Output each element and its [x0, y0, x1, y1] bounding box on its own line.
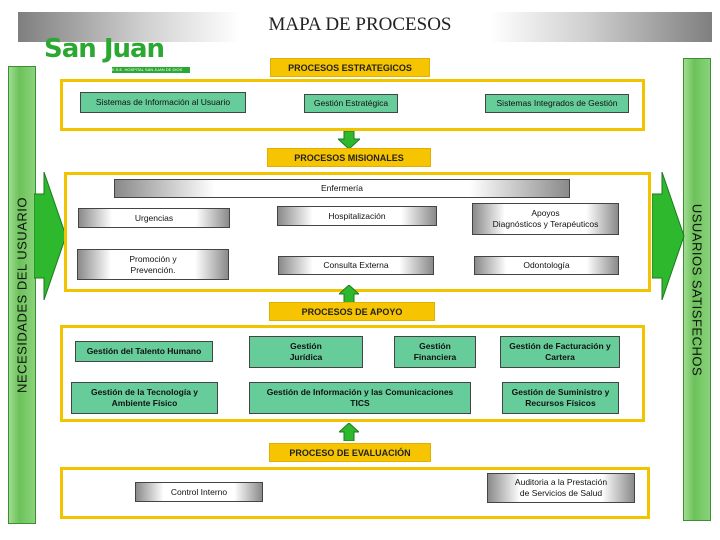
header-apoyo: PROCESOS DE APOYO	[269, 302, 435, 321]
box-apoyos-diagnosticos: Apoyos Diagnósticos y Terapéuticos	[472, 203, 619, 235]
box-talento-humano: Gestión del Talento Humano	[75, 341, 213, 362]
right-column-satisfied: USUARIOS SATISFECHOS	[683, 58, 711, 521]
box-gestion-financiera: Gestión Financiera	[394, 336, 476, 368]
arrow-down-icon	[338, 131, 360, 149]
logo-subtitle: E.S.E. HOSPITAL SAN JUAN DE DIOS	[112, 67, 190, 73]
box-sistemas-integrados: Sistemas Integrados de Gestión	[485, 94, 629, 113]
header-evaluacion: PROCESO DE EVALUACIÓN	[269, 443, 431, 462]
box-control-interno: Control Interno	[135, 482, 263, 502]
box-odontologia: Odontología	[474, 256, 619, 275]
box-facturacion-cartera: Gestión de Facturación y Cartera	[500, 336, 620, 368]
logo: San Juan E.S.E. HOSPITAL SAN JUAN DE DIO…	[44, 34, 194, 78]
box-tecnologia-ambiente: Gestión de la Tecnología y Ambiente Físi…	[71, 382, 218, 414]
arrow-up-icon	[339, 285, 359, 303]
box-sistemas-informacion: Sistemas de Información al Usuario	[80, 92, 246, 113]
box-promocion-prevencion: Promoción y Prevención.	[77, 249, 229, 280]
header-misionales: PROCESOS MISIONALES	[267, 148, 431, 167]
box-hospitalizacion: Hospitalización	[277, 206, 437, 226]
left-column-needs: NECESIDADES DEL USUARIO	[8, 66, 36, 524]
arrow-up-icon	[339, 423, 359, 441]
box-suministro-recursos: Gestión de Suministro y Recursos Físicos	[502, 382, 619, 414]
right-column-label: USUARIOS SATISFECHOS	[689, 203, 705, 376]
right-arrow-icon	[652, 172, 685, 300]
box-urgencias: Urgencias	[78, 208, 230, 228]
box-gestion-juridica: Gestión Jurídica	[249, 336, 363, 368]
page-title: MAPA DE PROCESOS	[268, 14, 452, 35]
box-auditoria: Auditoria a la Prestación de Servicios d…	[487, 473, 635, 503]
box-gestion-estrategica: Gestión Estratégica	[304, 94, 398, 113]
title-bar	[18, 12, 712, 42]
box-enfermeria: Enfermería	[114, 179, 570, 198]
left-column-label: NECESIDADES DEL USUARIO	[14, 197, 30, 393]
header-estrategicos: PROCESOS ESTRATEGICOS	[270, 58, 430, 77]
box-consulta-externa: Consulta Externa	[278, 256, 434, 275]
left-arrow-icon	[34, 172, 67, 300]
box-informacion-comunicaciones: Gestión de Información y las Comunicacio…	[249, 382, 471, 414]
logo-text: San Juan	[44, 34, 165, 64]
